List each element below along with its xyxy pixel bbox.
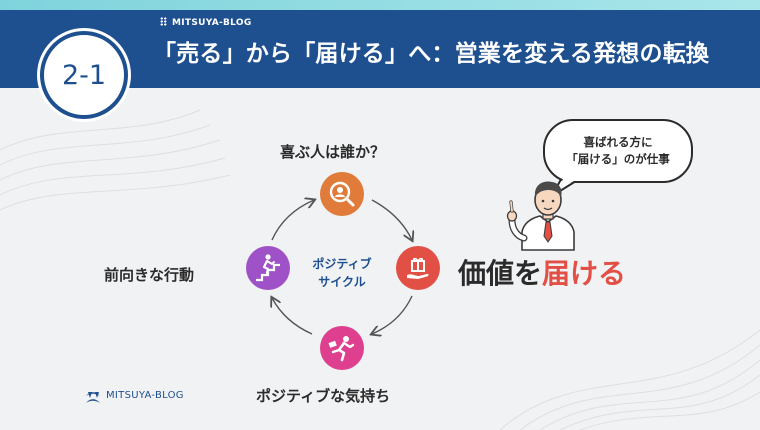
speech-bubble-line2: 「届ける」のが仕事 <box>566 152 670 166</box>
cycle-center-line2: サイクル <box>318 275 366 289</box>
main-phrase-accent: 届ける <box>542 257 627 290</box>
speech-bubble-line1: 喜ばれる方に <box>583 135 653 149</box>
main-phrase-prefix: 価値を <box>458 257 543 290</box>
top-accent-strip <box>0 0 760 10</box>
arrow-right-bottom <box>372 295 413 334</box>
cycle-left-label: 前向きな行動 <box>104 266 195 284</box>
arrow-top-right <box>371 199 412 240</box>
arrow-left-top <box>271 200 314 241</box>
main-phrase: 価値を届ける <box>458 252 626 292</box>
section-badge: 2-1 <box>40 31 128 119</box>
header-brand: MITSUYA-BLOG <box>160 17 252 28</box>
running-person-icon <box>320 326 364 370</box>
cycle-bottom-label: ポジティブな気持ち <box>256 387 391 405</box>
brand-grid-icon <box>160 17 167 26</box>
section-number: 2-1 <box>61 59 107 91</box>
stairs-climb-icon <box>246 246 290 290</box>
cycle-center-line1: ポジティブ <box>312 257 372 271</box>
header-brand-label: MITSUYA-BLOG <box>172 18 252 28</box>
arrow-bottom-left <box>272 298 313 335</box>
page-title: 「売る」から「届ける」へ：営業を変える発想の転換 <box>153 41 710 67</box>
footer-brand: MITSUYA-BLOG <box>106 390 184 401</box>
search-person-icon <box>320 172 364 216</box>
gift-hand-icon <box>396 246 440 290</box>
cycle-center-label: ポジティブ サイクル <box>296 255 388 291</box>
cycle-top-label: 喜ぶ人は誰か？ <box>280 143 386 161</box>
